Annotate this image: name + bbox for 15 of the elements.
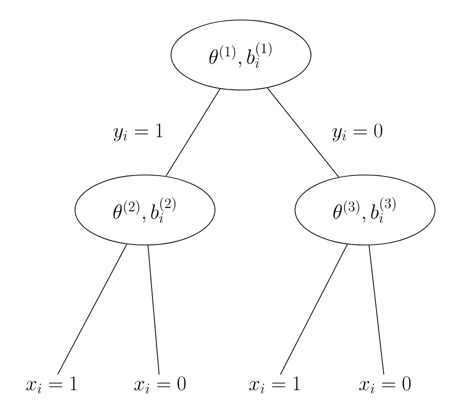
ellipse-node: $\theta^{(1)}, b_i^{(1)}$ <box>170 20 312 90</box>
edge-label: $y_i = 1$ <box>114 123 163 142</box>
ellipse-node: $\theta^{(2)}, b_i^{(2)}$ <box>74 174 216 246</box>
leaf-label: $x_i = 1$ <box>26 376 77 394</box>
connector-line <box>148 244 160 375</box>
connector-line <box>57 244 128 375</box>
ellipse-node: $\theta^{(3)}, b_i^{(3)}$ <box>294 174 436 246</box>
leaf-label: $x_i = 1$ <box>249 376 300 394</box>
leaf-label: $x_i = 0$ <box>359 376 411 394</box>
connector-line <box>368 244 384 375</box>
connector-line <box>166 88 220 177</box>
connector-line <box>266 87 340 178</box>
leaf-label: $x_i = 0$ <box>134 376 186 394</box>
connector-line <box>280 244 348 375</box>
edge-label: $y_i = 0$ <box>332 123 382 142</box>
